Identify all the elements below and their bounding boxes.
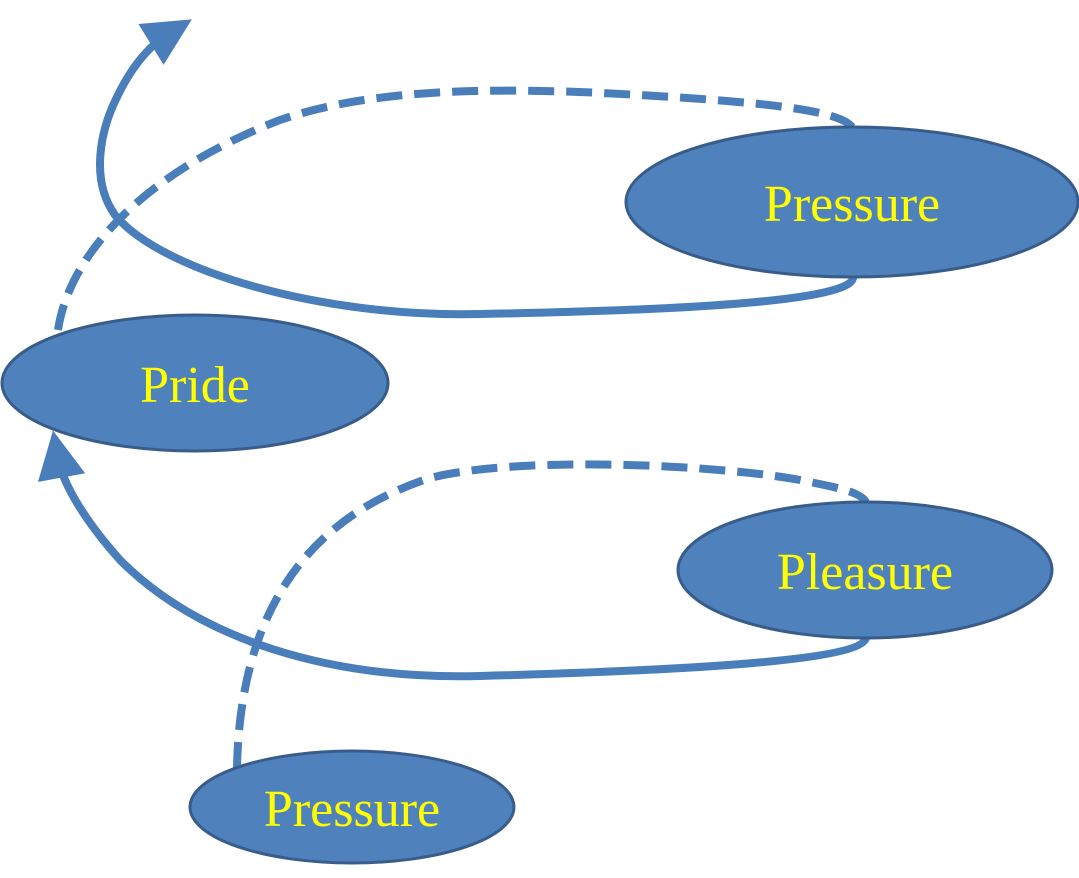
node-pleasure[interactable]: Pleasure: [676, 500, 1054, 640]
edge-pressure-top-out: [96, 19, 857, 319]
node-label: Pleasure: [777, 544, 953, 601]
node-pressure-top[interactable]: Pressure: [624, 125, 1079, 279]
node-pressure-bottom[interactable]: Pressure: [188, 749, 516, 865]
edge-pleasure-to-pride: [37, 430, 870, 681]
edges: [37, 19, 870, 769]
node-label: Pressure: [264, 781, 440, 838]
node-shape: [0, 313, 390, 453]
node-pride[interactable]: Pride: [0, 313, 390, 453]
node-label: Pressure: [764, 176, 940, 233]
node-label: Pride: [140, 357, 250, 414]
node-shape: [624, 125, 1079, 279]
node-shape: [676, 500, 1054, 640]
edge-pressure-bottom-to-pleasure: [233, 460, 870, 769]
node-shape: [188, 749, 516, 865]
